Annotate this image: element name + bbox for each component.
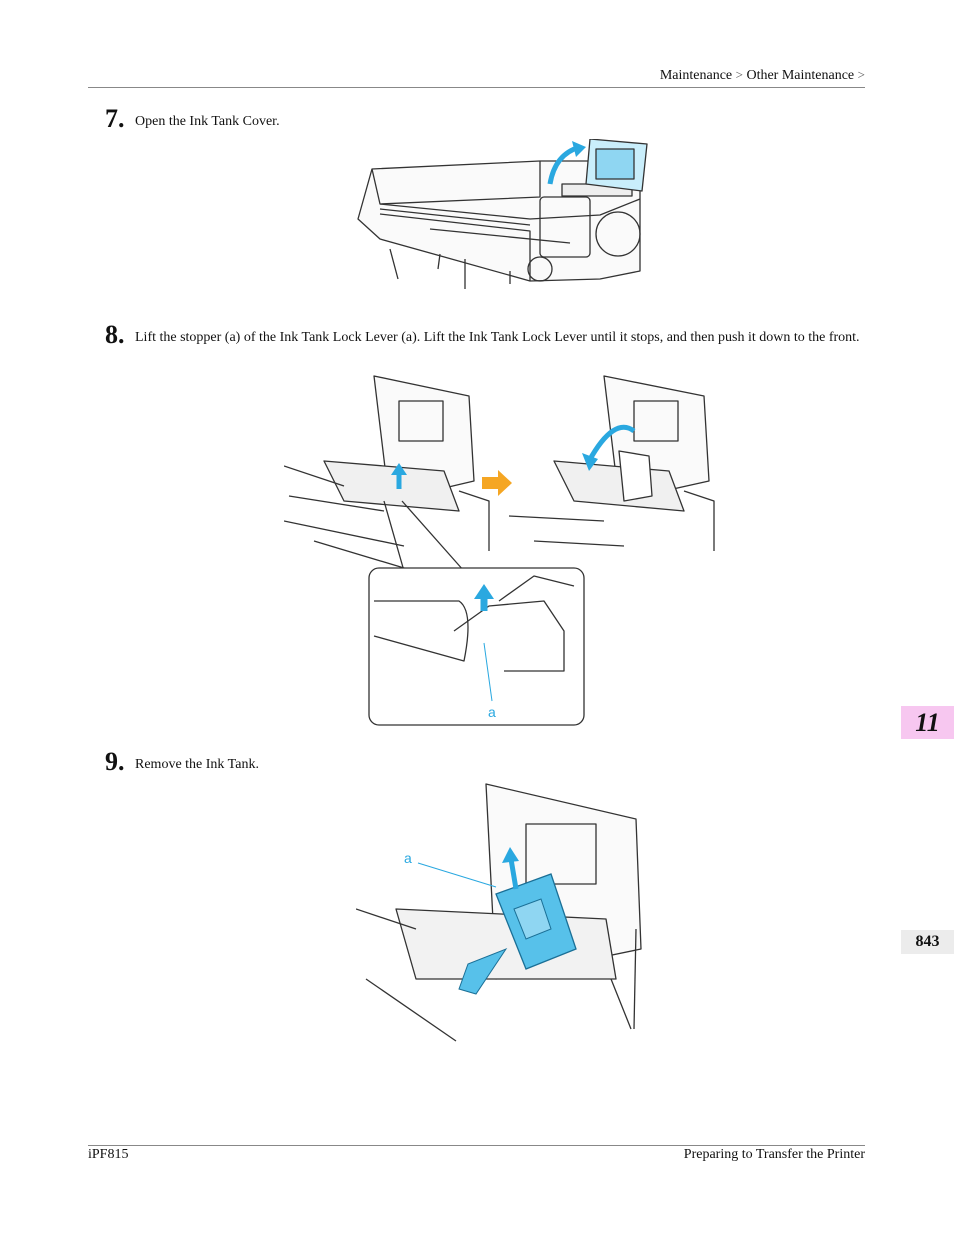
remove-ink-tank-figure: a	[356, 783, 642, 1042]
step-8-number: 8.	[105, 320, 125, 349]
footer-model: iPF815	[88, 1147, 129, 1162]
step-8-text: Lift the stopper (a) of the Ink Tank Loc…	[135, 330, 860, 345]
chapter-tab[interactable]: 11	[901, 706, 954, 739]
breadcrumb: Maintenance > Other Maintenance >	[660, 67, 865, 84]
arrow-up-icon	[508, 858, 519, 890]
step-7-number: 7.	[105, 104, 125, 133]
footer-rule	[88, 1145, 865, 1146]
breadcrumb-separator: >	[857, 67, 865, 82]
step-9-number: 9.	[105, 747, 125, 776]
step-7-text: Open the Ink Tank Cover.	[135, 114, 280, 129]
page-number-tab: 843	[901, 930, 954, 954]
lock-lever-figure: a	[284, 375, 715, 726]
printer-open-cover-figure	[357, 139, 648, 289]
curved-arrow-icon	[586, 424, 636, 463]
header-rule	[88, 87, 865, 88]
breadcrumb-other-maintenance[interactable]: Other Maintenance	[746, 68, 855, 83]
breadcrumb-separator: >	[735, 67, 743, 82]
step-9-text: Remove the Ink Tank.	[135, 757, 259, 772]
footer-section-title: Preparing to Transfer the Printer	[683, 1147, 865, 1162]
breadcrumb-maintenance[interactable]: Maintenance	[659, 68, 733, 83]
callout-label-a: a	[488, 704, 496, 720]
arrow-right-icon	[482, 470, 512, 496]
callout-label-a: a	[404, 850, 412, 866]
